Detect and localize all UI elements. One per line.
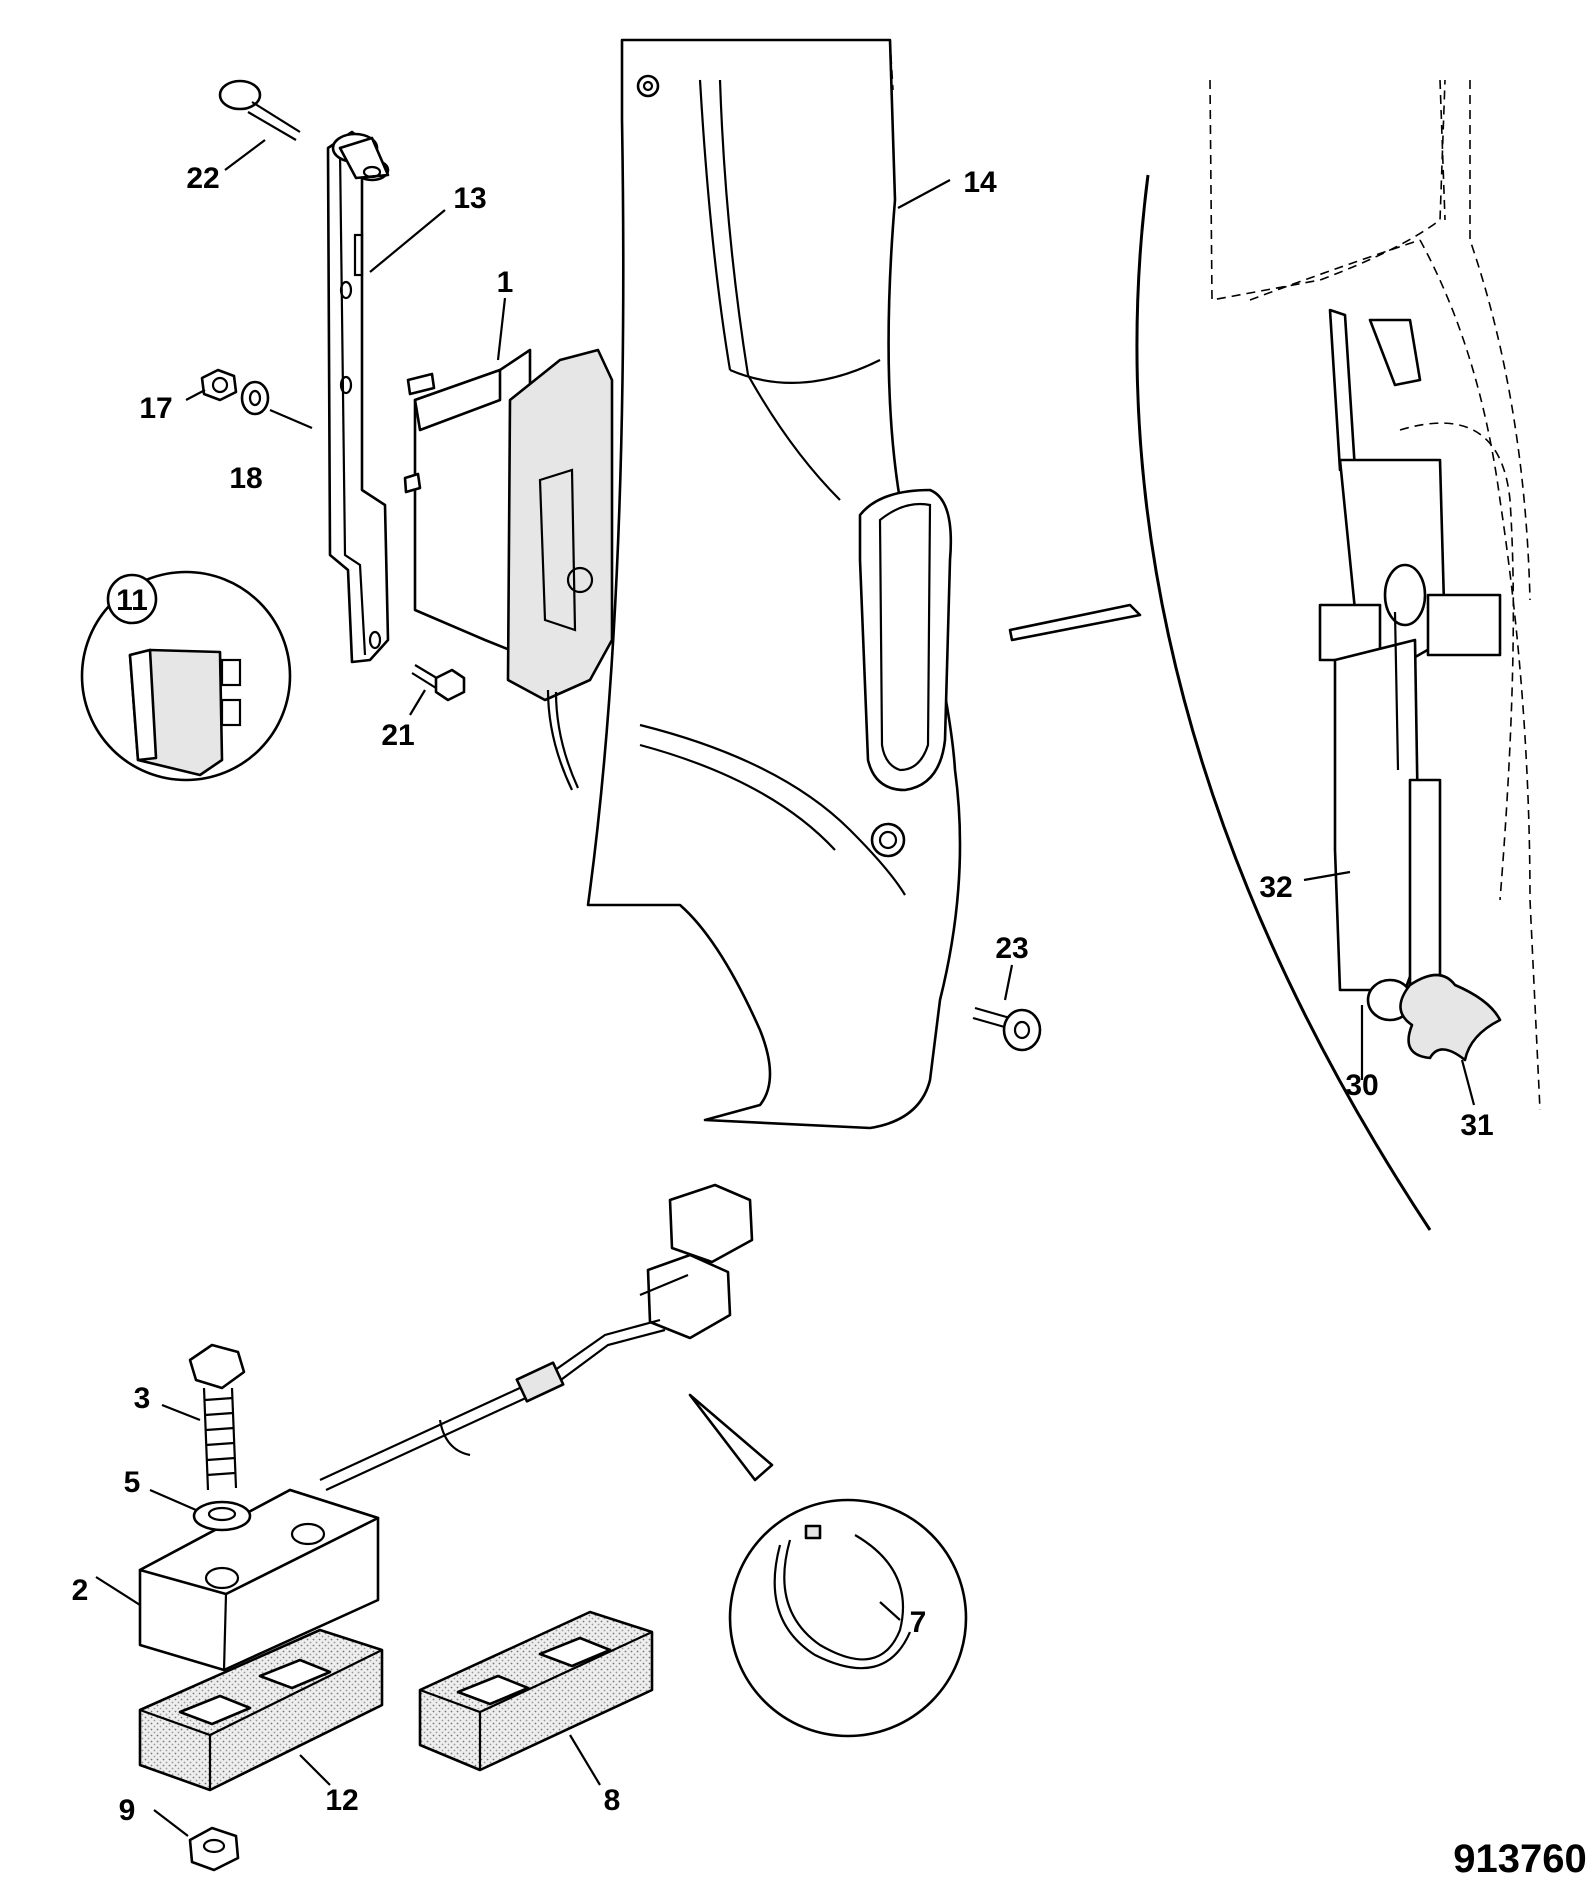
- callout-32: 32: [1259, 871, 1292, 904]
- callout-2: 2: [72, 1574, 89, 1607]
- callout-23: 23: [995, 932, 1028, 965]
- callout-22: 22: [186, 162, 219, 195]
- leader-lines: [95, 139, 1476, 1837]
- relay-unit: [403, 348, 614, 791]
- callout-30: 30: [1345, 1069, 1378, 1102]
- callout-8: 8: [604, 1784, 621, 1817]
- mounting-bracket: [326, 130, 390, 664]
- callout-labels: 1 2 3 5 7 8 9 11 12 13 14 17 18 21 22 23…: [72, 162, 1494, 1827]
- proximity-switch-harness: [138, 1183, 754, 1672]
- bolt-22: [218, 79, 301, 141]
- washer-18: [240, 380, 270, 416]
- callout-11: 11: [116, 584, 148, 617]
- callout-3: 3: [134, 1382, 151, 1415]
- callout-13: 13: [453, 182, 486, 215]
- callout-31: 31: [1460, 1109, 1493, 1142]
- cab-pillar: [586, 38, 962, 1130]
- fuse-detail-circle: [80, 570, 292, 782]
- callout-5: 5: [124, 1466, 141, 1499]
- callout-9: 9: [119, 1794, 136, 1827]
- callout-12: 12: [325, 1784, 358, 1817]
- drawing-number: 913760: [1453, 1837, 1586, 1881]
- foam-spacer-8: [418, 1610, 654, 1772]
- bolt-3: [188, 1343, 246, 1491]
- foam-spacer-12: [138, 1628, 384, 1792]
- callout-14: 14: [963, 166, 997, 199]
- callout-18: 18: [229, 462, 262, 495]
- cable-tie-detail-circle: [688, 1393, 968, 1738]
- nut-17: [200, 368, 238, 402]
- callout-1: 1: [497, 266, 514, 299]
- switch-detail-view: [1008, 79, 1541, 1231]
- washer-5: [192, 1500, 252, 1532]
- callout-21: 21: [381, 719, 414, 752]
- bolt-21: [411, 664, 466, 702]
- nut-9: [188, 1826, 240, 1872]
- callout-17: 17: [139, 392, 172, 425]
- bolt-23: [972, 1006, 1042, 1052]
- callout-7: 7: [910, 1606, 927, 1639]
